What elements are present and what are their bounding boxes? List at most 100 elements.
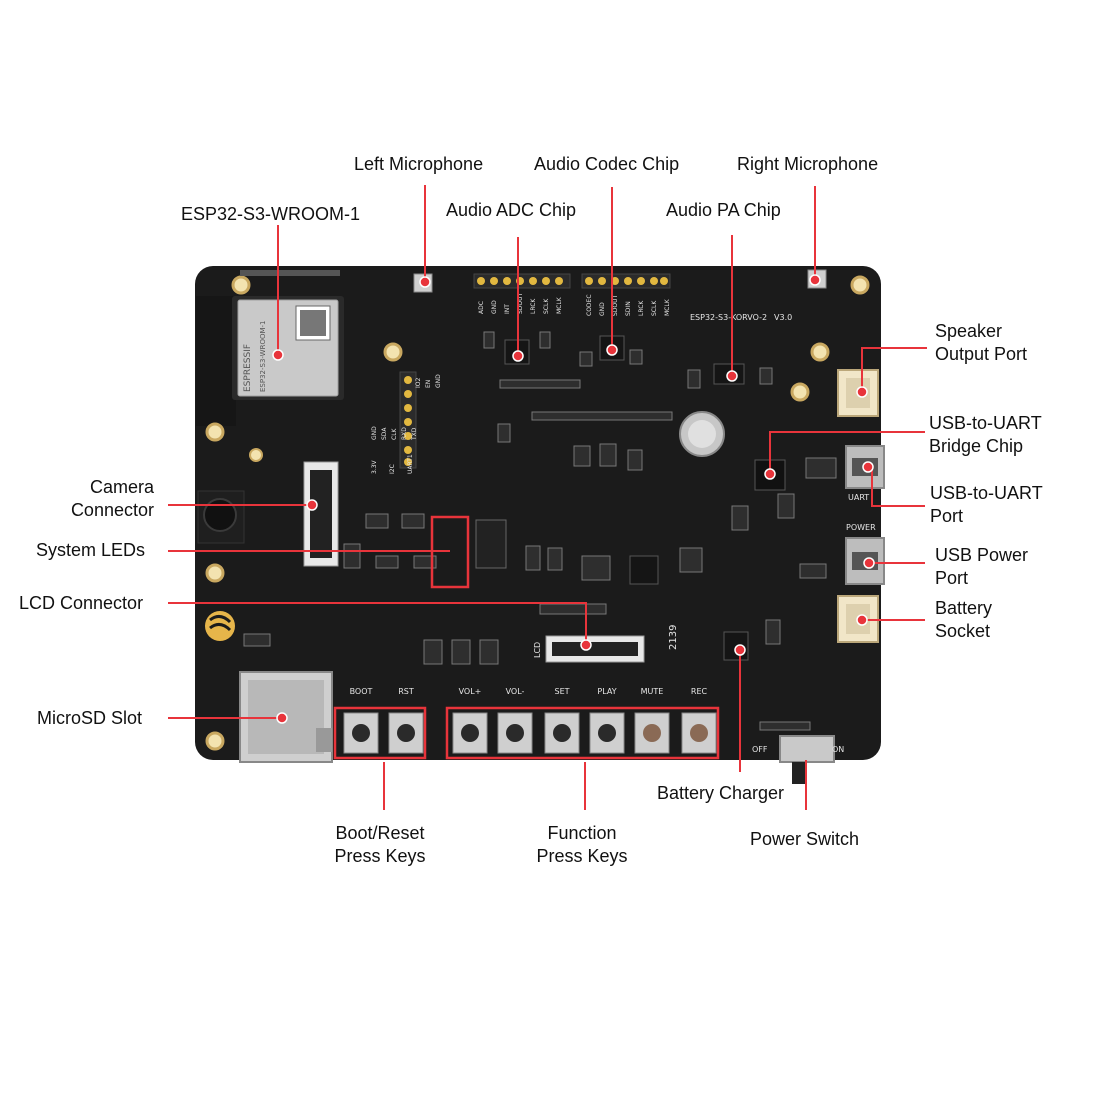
button-cap (598, 724, 616, 742)
silk-power: POWER (846, 523, 876, 532)
label-uart-port-line2: Port (930, 506, 964, 526)
io-pin-label: IO2 (415, 378, 422, 388)
board-model-text: ESP32-S3-KORVO-2 (690, 313, 767, 322)
adc-pin-label: GND (491, 300, 498, 314)
io-pin-header (399, 371, 417, 469)
io-pin-label: GND (435, 374, 442, 388)
button-label-rec: REC (691, 687, 708, 696)
label-left-microphone: Left Microphone (354, 154, 484, 174)
board-version-text: V3.0 (774, 313, 792, 322)
adc-pin-label: ADC (478, 301, 485, 314)
label-audio-pa-chip: Audio PA Chip (666, 200, 781, 220)
io-pin-label: I2C (389, 464, 396, 474)
io-pin-label: GND (371, 426, 378, 440)
codec-pin-label: SCLK (651, 300, 658, 316)
silkscreen: ESP32-S3-KORVO-2 V3.0 POWER UART LCD OFF… (533, 313, 876, 754)
label-audio-adc-chip: Audio ADC Chip (446, 200, 577, 220)
label-camera-line2: Connector (70, 500, 154, 520)
label-power-switch: Power Switch (750, 829, 860, 849)
label-usb-uart-port: USB-to-UART Port (930, 482, 1043, 528)
label-power-port-line1: USB Power (935, 545, 1029, 565)
button-cap (690, 724, 708, 742)
label-usb-uart-bridge: USB-to-UART Bridge Chip (929, 412, 1042, 458)
io-pin-label: UART1 (407, 454, 414, 474)
label-function-line2: Press Keys (536, 846, 628, 866)
callout-dots (272, 274, 875, 724)
button-cap (352, 724, 370, 742)
io-pin-label: RXD (401, 427, 408, 440)
button-label-play: PLAY (597, 687, 616, 696)
adc-pin-label: SCLK (543, 298, 550, 314)
button-label-mute: MUTE (641, 687, 664, 696)
label-microsd-slot: MicroSD Slot (37, 708, 143, 728)
button-cap (643, 724, 661, 742)
label-lcd-connector: LCD Connector (19, 593, 144, 613)
label-power-port-line2: Port (935, 568, 969, 588)
power-switch-part (779, 735, 835, 784)
label-right-microphone: Right Microphone (737, 154, 879, 174)
label-battery-charger: Battery Charger (657, 783, 785, 803)
button-cap (553, 724, 571, 742)
module-brand-text: ESPRESSIF (243, 344, 253, 392)
adc-pin-label: SDOUT (517, 292, 524, 314)
label-usb-power-port: USB Power Port (935, 544, 1028, 590)
adc-pin-label: LRCK (530, 298, 537, 314)
label-speaker-line1: Speaker (935, 321, 1003, 341)
button-label-boot: BOOT (350, 687, 373, 696)
silkscreen-pin-labels: ADC GND INT SDOUT LRCK SCLK MCLK CODEC GND SDOUT S… (371, 292, 671, 474)
codec-pin-label: MCLK (664, 298, 671, 316)
mounting-holes (205, 275, 870, 751)
codec-pin-label: LRCK (638, 300, 645, 316)
label-audio-codec-chip: Audio Codec Chip (534, 154, 680, 174)
label-function-keys: Function Press Keys (520, 822, 644, 868)
camera-connector-part (303, 461, 339, 567)
esp32-s3-module: ESPRESSIF ESP32-S3-WROOM-1 (232, 296, 344, 400)
silk-lcd: LCD (533, 642, 542, 658)
silk-uart: UART (848, 493, 869, 502)
button-cap (461, 724, 479, 742)
label-battery-socket-line2: Socket (935, 621, 991, 641)
label-system-leds: System LEDs (36, 540, 146, 560)
codec-pin-label: GND (599, 302, 606, 316)
codec-pin-label: SDOUT (612, 294, 619, 316)
lcd-connector-part (539, 603, 645, 663)
adc-pin-label: MCLK (556, 296, 563, 314)
io-pin-label: CLK (391, 427, 398, 440)
adc-pin-header (473, 273, 571, 289)
espressif-logo (205, 611, 235, 641)
button-label-vol: VOL- (506, 687, 525, 696)
label-boot-reset-line2: Press Keys (334, 846, 426, 866)
callout-boxes (333, 515, 720, 760)
module-name-text: ESP32-S3-WROOM-1 (259, 321, 267, 392)
label-boot-reset-keys: Boot/Reset Press Keys (320, 822, 440, 868)
label-uart-port-line1: USB-to-UART (930, 483, 1043, 503)
label-speaker-output-port: Speaker Output Port (935, 320, 1027, 366)
button-cap (506, 724, 524, 742)
silk-number: 2139 (668, 625, 679, 650)
label-camera-line1: Camera (89, 477, 154, 497)
codec-pin-label: CODEC (586, 294, 593, 316)
io-pin-label: SDA (381, 427, 388, 440)
adc-pin-label: INT (504, 304, 511, 314)
button-label-vol: VOL+ (459, 687, 482, 696)
callout-lines (168, 185, 927, 810)
io-pin-label: 3.3V (371, 459, 378, 474)
label-battery-socket-line1: Battery (935, 598, 993, 618)
codec-pin-header (581, 273, 671, 289)
electrolytic-capacitor (679, 411, 725, 457)
silk-off: OFF (752, 745, 768, 754)
button-cap (397, 724, 415, 742)
codec-pin-label: SDIN (625, 301, 632, 316)
label-esp32-module: ESP32-S3-WROOM-1 (181, 204, 361, 224)
label-camera-connector: Camera Connector (40, 476, 154, 522)
silk-on: ON (832, 745, 844, 754)
label-boot-reset-line1: Boot/Reset (335, 823, 425, 843)
pcb-board (195, 266, 881, 760)
button-label-rst: RST (398, 687, 414, 696)
label-battery-socket: Battery Socket (935, 597, 992, 643)
label-bridge-line1: USB-to-UART (929, 413, 1042, 433)
io-pin-label: TXD (411, 427, 418, 441)
